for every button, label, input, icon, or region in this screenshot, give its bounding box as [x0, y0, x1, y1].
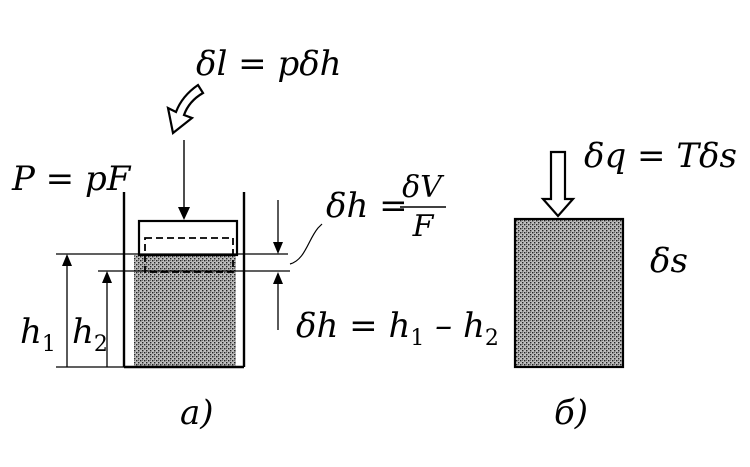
dh-diff-mid: – h [424, 306, 485, 346]
dh-leader-line [289, 223, 323, 265]
dh-bottom-arrow-head [273, 272, 283, 284]
h2-main: h [72, 312, 94, 352]
delta-h-dimension [273, 200, 323, 330]
dh-fraction-numerator: δV [402, 170, 445, 205]
heat-formula: δq = Tδs [584, 136, 737, 176]
part-a-caption: а) [180, 393, 214, 433]
h1-sub: 1 [42, 332, 56, 357]
entropy-body [513, 217, 625, 369]
piston-displaced-outline [144, 237, 234, 273]
dh-diff-sub1: 1 [410, 326, 424, 351]
dh-fraction-denominator: F [412, 209, 435, 244]
force-arrow-head [178, 207, 190, 220]
h1-label: h1 [20, 312, 56, 357]
piston [137, 219, 239, 257]
cylinder-assembly [122, 140, 246, 369]
h2-label: h2 [72, 312, 108, 357]
dh-fraction-lhs: δh = [326, 186, 408, 226]
h1-arrow-head [62, 254, 72, 266]
curved-hollow-arrow-icon [166, 83, 205, 135]
entropy-label: δs [650, 241, 688, 281]
dh-top-arrow-head [273, 242, 283, 254]
h1-dimension [62, 254, 72, 367]
h2-arrow-head [102, 271, 112, 283]
h1-main: h [20, 312, 42, 352]
work-formula: δl = pδh [196, 44, 342, 84]
gas-column [134, 255, 236, 367]
stippled-body [513, 217, 625, 369]
force-formula: P = pF [11, 159, 132, 199]
h2-dimension [102, 271, 112, 367]
dh-difference-formula: δh = h1 – h2 [296, 306, 499, 351]
dh-diff-sub2: 2 [485, 326, 499, 351]
dh-diff-pre: δh = h [296, 306, 410, 346]
part-b-caption: б) [554, 393, 588, 433]
h2-sub: 2 [94, 332, 108, 357]
hollow-down-arrow-icon [540, 150, 576, 218]
